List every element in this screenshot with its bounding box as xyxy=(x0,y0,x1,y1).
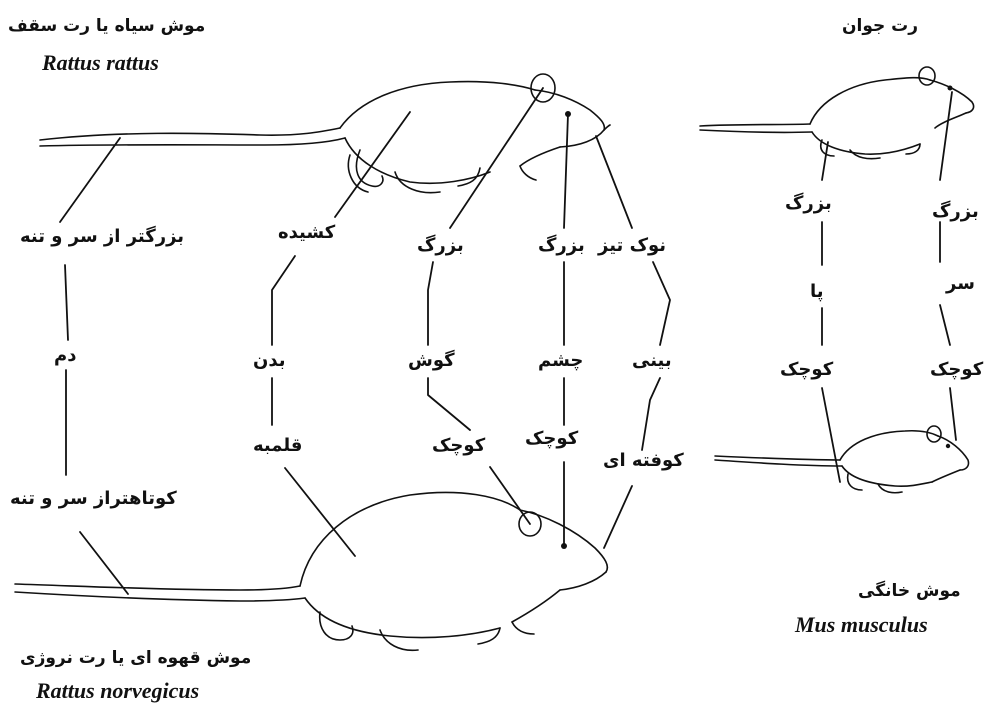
feet-house-mouse-trait: کوچک xyxy=(780,359,834,380)
brown-rat-illustration xyxy=(14,491,609,652)
young-rat-eye xyxy=(947,85,953,91)
house-mouse-scientific-name: Mus musculus xyxy=(795,612,928,637)
eye-brown-rat-trait: کوچک xyxy=(525,428,579,449)
house-mouse-eye xyxy=(945,443,951,449)
ear-brown-rat-trait: کوچک xyxy=(432,435,486,456)
body-black-rat-trait: کشیده xyxy=(278,222,336,243)
black-rat-illustration xyxy=(39,73,611,194)
head-house-mouse-trait: کوچک xyxy=(930,359,984,380)
tail-brown-rat-trait: کوتاهتراز سر و تنه xyxy=(10,488,177,509)
tail-feature-name: دم xyxy=(54,345,77,366)
eye-black-rat-trait: بزرگ xyxy=(538,235,585,256)
young-rat-common-name: رت جوان xyxy=(842,16,919,36)
eye-feature-name: چشم xyxy=(538,350,584,371)
young-rat-illustration xyxy=(699,66,975,160)
body-brown-rat-trait: قلمبه xyxy=(253,435,303,456)
body-feature-name: بدن xyxy=(253,350,286,371)
ear-feature-name: گوش xyxy=(408,350,455,371)
feet-feature-name: پا xyxy=(810,281,824,302)
head-young-rat-trait: بزرگ xyxy=(932,201,979,222)
nose-feature-name: بینی xyxy=(632,350,672,371)
brown-rat-common-name: موش قهوه ای یا رت نروژی xyxy=(20,648,252,668)
ear-black-rat-trait: بزرگ xyxy=(417,235,464,256)
nose-black-rat-trait: نوک تیز xyxy=(598,235,667,256)
nose-brown-rat-trait: کوفته ای xyxy=(603,450,684,471)
house-mouse-common-name: موش خانگی xyxy=(858,581,961,601)
black-rat-common-name: موش سیاه یا رت سقف xyxy=(8,16,206,36)
tail-black-rat-trait: بزرگتر از سر و تنه xyxy=(20,226,185,247)
feet-young-rat-trait: بزرگ xyxy=(785,193,832,214)
head-feature-name: سر xyxy=(946,273,975,294)
brown-rat-scientific-name: Rattus norvegicus xyxy=(36,678,200,703)
black-rat-scientific-name: Rattus rattus xyxy=(42,50,159,75)
connector-lines xyxy=(59,87,957,595)
house-mouse-illustration xyxy=(714,425,970,494)
